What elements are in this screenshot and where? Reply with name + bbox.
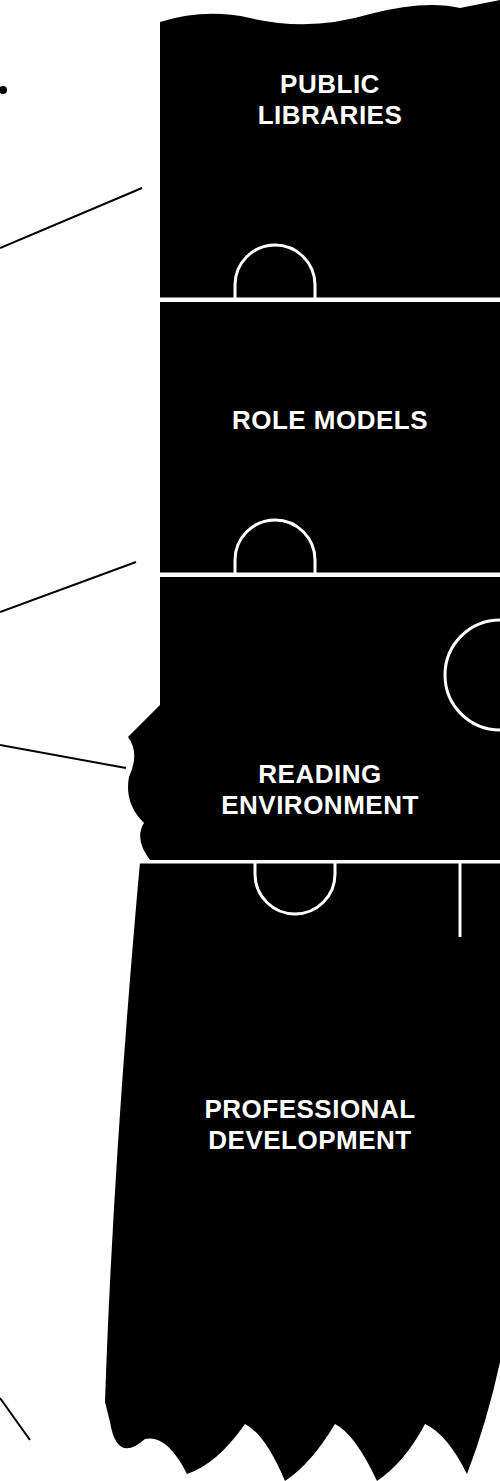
piece-shape bbox=[128, 577, 500, 860]
piece-label: READING ENVIRONMENT bbox=[175, 759, 465, 821]
piece-outline bbox=[105, 862, 500, 1481]
piece-label: ROLE MODELS bbox=[225, 405, 435, 436]
leader-line bbox=[0, 1398, 30, 1440]
leader-line bbox=[0, 188, 142, 248]
piece-label: PUBLIC LIBRARIES bbox=[225, 69, 435, 131]
piece-shape bbox=[105, 862, 500, 1481]
piece-seam bbox=[235, 245, 315, 298]
piece-label: PROFESSIONAL DEVELOPMENT bbox=[160, 1094, 460, 1156]
piece-seam bbox=[105, 861, 500, 864]
leader-line bbox=[0, 745, 126, 768]
piece-seam bbox=[160, 573, 500, 576]
puzzle-piece: ROLE MODELS bbox=[160, 302, 500, 575]
puzzle-piece: PUBLIC LIBRARIES bbox=[160, 0, 500, 300]
piece-seam bbox=[459, 862, 462, 937]
piece-shape bbox=[160, 0, 500, 300]
ink-dot bbox=[0, 86, 7, 94]
puzzle-piece: READING ENVIRONMENT bbox=[120, 577, 500, 860]
puzzle-piece: PROFESSIONAL DEVELOPMENT bbox=[105, 862, 500, 1481]
leader-line bbox=[0, 562, 136, 612]
piece-seam bbox=[160, 298, 500, 301]
piece-shape bbox=[160, 302, 500, 575]
piece-seam bbox=[255, 862, 335, 914]
piece-seam bbox=[445, 620, 500, 730]
piece-outline bbox=[160, 0, 500, 300]
piece-outline bbox=[160, 302, 500, 575]
piece-seam bbox=[235, 520, 315, 573]
